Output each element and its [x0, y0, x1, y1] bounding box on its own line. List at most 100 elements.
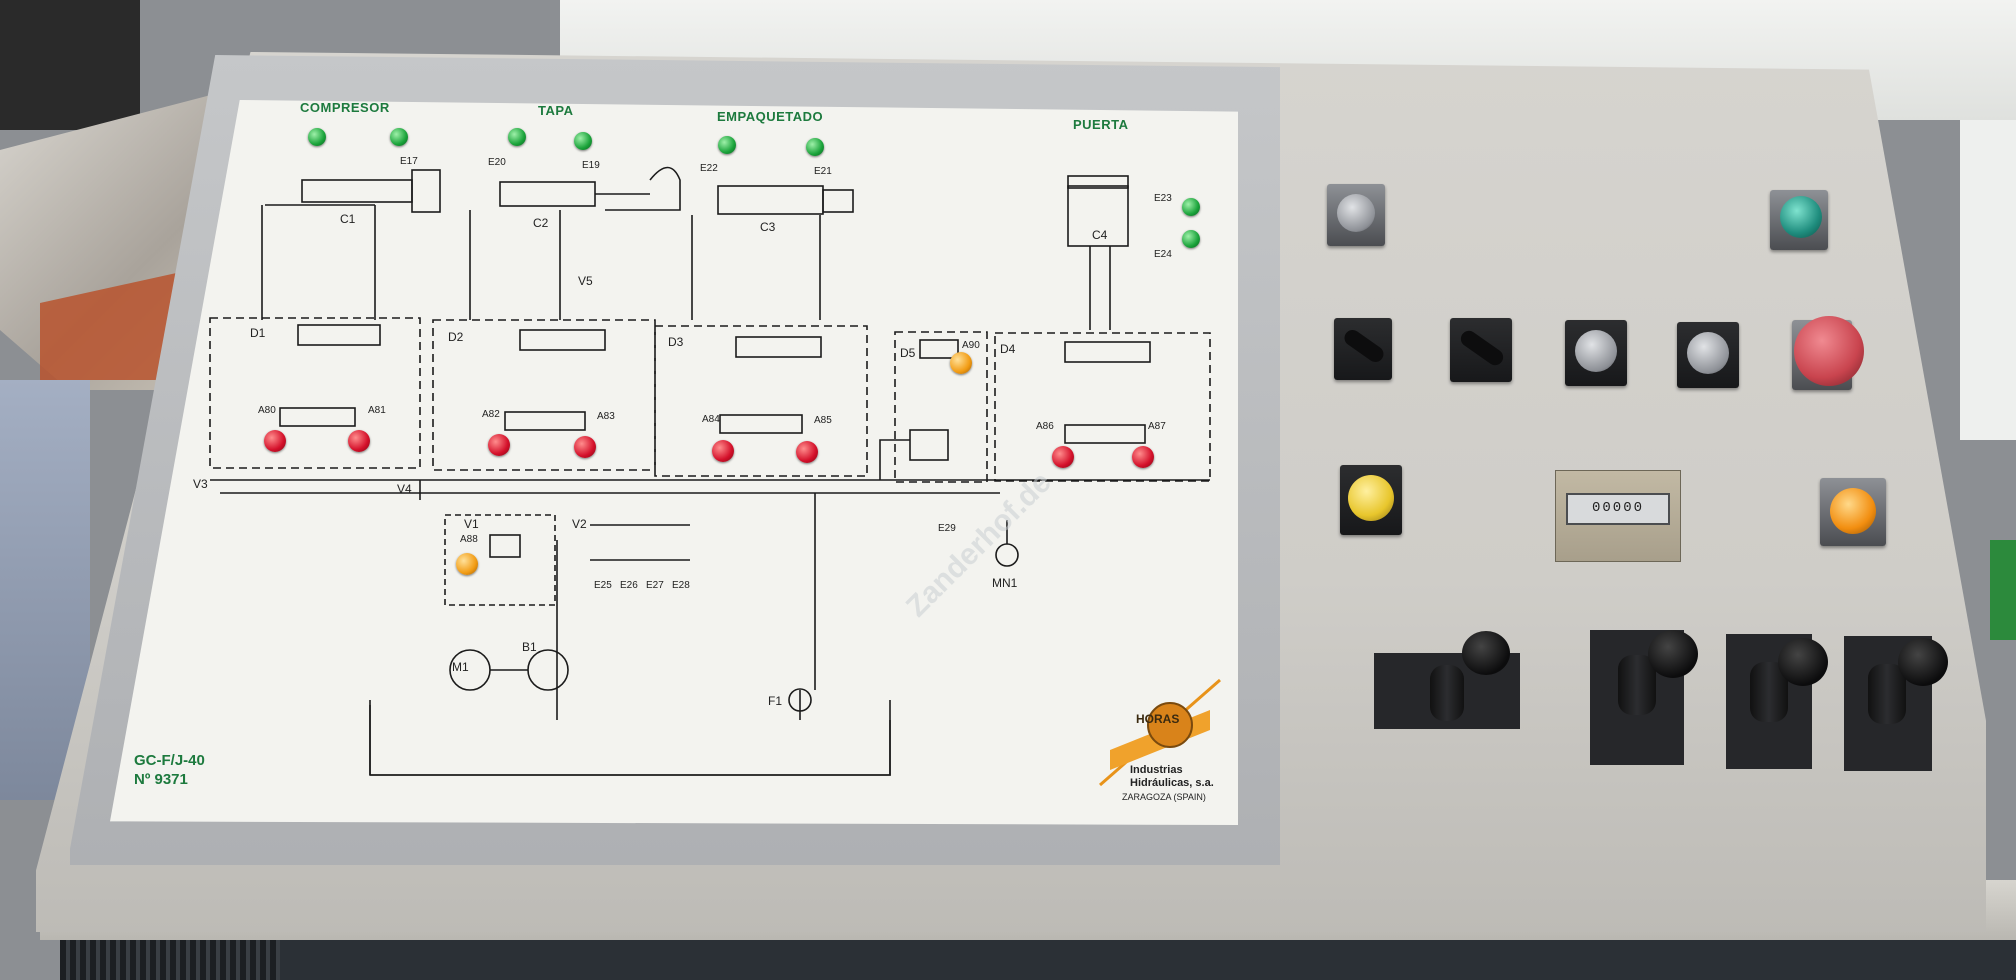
label-a83: A83	[597, 411, 615, 422]
toggle-switch[interactable]	[1677, 322, 1739, 388]
label-e23: E23	[1154, 193, 1172, 204]
lamp-tapa-2	[574, 132, 592, 150]
label-c1: C1	[340, 212, 356, 226]
label-a85: A85	[814, 415, 832, 426]
hour-counter: 00000	[1555, 470, 1681, 562]
lamp-empaquetado-2	[806, 138, 824, 156]
label-a88: A88	[460, 534, 478, 545]
joystick-3[interactable]	[1726, 634, 1828, 769]
rotary-selector-icon	[1341, 326, 1387, 366]
cylinder-c1-shape	[301, 179, 413, 203]
emergency-stop-icon	[1794, 316, 1864, 386]
label-e28: E28	[672, 580, 690, 591]
serial-number: Nº 9371	[134, 771, 188, 788]
teal-button-cap	[1780, 196, 1822, 238]
label-e20: E20	[488, 157, 506, 168]
cylinder-c3-shape	[717, 185, 824, 215]
joystick-2[interactable]	[1590, 630, 1698, 765]
label-f1: F1	[768, 694, 783, 708]
label-c4: C4	[1092, 228, 1108, 242]
label-mn1: MN1	[992, 576, 1018, 590]
maker-logo-icon	[1099, 678, 1221, 787]
label-e29: E29	[938, 523, 956, 534]
label-a87: A87	[1148, 421, 1166, 432]
selector-switch-3[interactable]	[1450, 318, 1512, 382]
yellow-button-cap	[1348, 475, 1394, 521]
model-code: GC-F/J-40	[134, 752, 205, 769]
label-empaquetado: EMPAQUETADO	[717, 109, 824, 124]
joystick-knob	[1648, 630, 1698, 678]
label-m1: M1	[452, 660, 469, 674]
label-e22: E22	[700, 163, 718, 174]
label-d3: D3	[668, 335, 684, 349]
background-wall-right	[1960, 120, 2016, 440]
lamp-empaquetado-1	[718, 136, 736, 154]
maker-logo-text: HORAS	[1136, 712, 1180, 726]
lamp-a86	[1052, 446, 1074, 468]
emergency-stop-button[interactable]	[1792, 316, 1864, 390]
selector-switch-1[interactable]	[1327, 184, 1385, 246]
lamp-puerta-2	[1182, 230, 1200, 248]
joystick-lever-icon	[1868, 664, 1906, 724]
pushbutton-amber[interactable]	[1820, 478, 1886, 546]
joystick-lever-icon	[1618, 655, 1656, 715]
hydraulic-diagram-plate	[110, 100, 1238, 825]
label-d2: D2	[448, 330, 464, 344]
joystick-1[interactable]	[1374, 631, 1520, 729]
label-e26: E26	[620, 580, 638, 591]
toggle-switch-icon	[1687, 332, 1729, 374]
label-a80: A80	[258, 405, 276, 416]
joystick-knob	[1778, 638, 1828, 686]
label-a86: A86	[1036, 421, 1054, 432]
lamp-a84	[712, 440, 734, 462]
maker-name-line2: Hidráulicas, s.a.	[1130, 777, 1214, 789]
label-e19: E19	[582, 160, 600, 171]
cylinder-c4-shape	[1067, 185, 1129, 247]
lamp-compresor-2	[390, 128, 408, 146]
lamp-a85	[796, 441, 818, 463]
joystick-4[interactable]	[1844, 636, 1948, 771]
lamp-compresor-1	[308, 128, 326, 146]
label-a84: A84	[702, 414, 720, 425]
label-compresor: COMPRESOR	[300, 100, 390, 115]
background-green-object	[1990, 540, 2016, 640]
label-a82: A82	[482, 409, 500, 420]
label-a90: A90	[962, 340, 980, 351]
label-e24: E24	[1154, 249, 1172, 260]
joystick-knob	[1462, 631, 1510, 675]
label-d5: D5	[900, 346, 916, 360]
key-switch-icon	[1575, 330, 1617, 372]
label-puerta: PUERTA	[1073, 117, 1129, 132]
joystick-knob	[1898, 638, 1948, 686]
lamp-a87	[1132, 446, 1154, 468]
selector-switch-2[interactable]	[1334, 318, 1392, 380]
label-e27: E27	[646, 580, 664, 591]
label-b1: B1	[522, 640, 537, 654]
lamp-a83	[574, 436, 596, 458]
counter-display: 00000	[1566, 493, 1670, 525]
label-v1: V1	[464, 517, 479, 531]
cylinder-c2-shape	[499, 181, 596, 207]
key-switch[interactable]	[1565, 320, 1627, 386]
maker-city: ZARAGOZA (SPAIN)	[1122, 792, 1206, 802]
label-e17: E17	[400, 156, 418, 167]
label-v2: V2	[572, 517, 587, 531]
label-tapa: TAPA	[538, 103, 574, 118]
lamp-a80	[264, 430, 286, 452]
label-e25: E25	[594, 580, 612, 591]
lamp-tapa-1	[508, 128, 526, 146]
lamp-a81	[348, 430, 370, 452]
label-e21: E21	[814, 166, 832, 177]
label-v3: V3	[193, 477, 208, 491]
pushbutton-yellow[interactable]	[1340, 465, 1402, 535]
amber-button-cap	[1830, 488, 1876, 534]
background-shadow	[0, 0, 140, 130]
label-d1: D1	[250, 326, 266, 340]
label-v4: V4	[397, 482, 412, 496]
pushbutton-teal[interactable]	[1770, 190, 1828, 250]
lamp-a90	[950, 352, 972, 374]
label-a81: A81	[368, 405, 386, 416]
rotary-selector-icon	[1337, 194, 1375, 232]
rotary-selector-icon	[1457, 327, 1507, 369]
